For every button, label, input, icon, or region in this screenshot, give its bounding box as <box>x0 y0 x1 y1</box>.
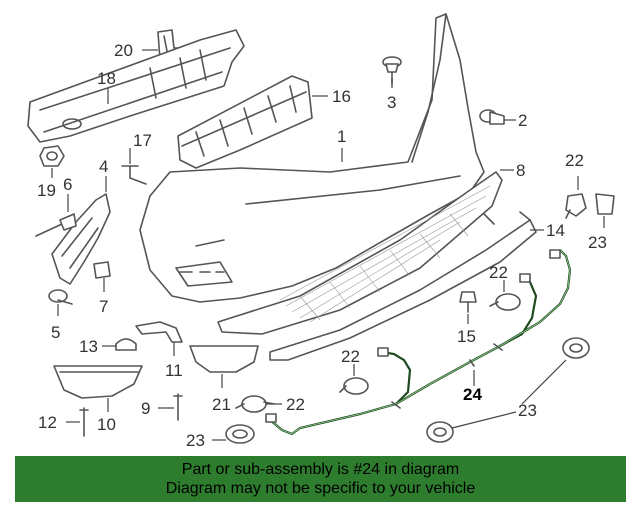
callout-22-left: 22 <box>286 395 305 414</box>
callout-13: 13 <box>79 337 98 356</box>
part-22-sensor-center <box>339 377 369 395</box>
part-22-sensor-top-right <box>565 193 587 219</box>
callout-16: 16 <box>332 87 351 106</box>
part-6-bolt <box>35 213 77 237</box>
callout-6: 6 <box>63 175 72 194</box>
callout-19: 19 <box>37 181 56 200</box>
callout-22-center: 22 <box>341 347 360 366</box>
callout-22-mid-right: 22 <box>489 263 508 282</box>
part-10-lower-cover <box>53 365 143 399</box>
callout-23-left: 23 <box>186 431 205 450</box>
banner-line-1: Part or sub-assembly is #24 in diagram <box>181 461 460 478</box>
part-24-wiring-harness <box>265 249 572 436</box>
callout-5: 5 <box>51 323 60 342</box>
parts-diagram: 20 18 16 3 2 1 <box>27 13 615 450</box>
part-23-bezel-top-right <box>595 193 615 215</box>
part-3-screw <box>382 56 402 85</box>
part-13-clip <box>115 338 137 351</box>
part-9-stud <box>173 393 183 421</box>
callout-12: 12 <box>38 413 57 432</box>
part-4-side-bracket <box>51 193 111 285</box>
part-11-bracket <box>135 321 183 343</box>
callout-3: 3 <box>387 93 396 112</box>
callout-8: 8 <box>516 161 525 180</box>
callout-2: 2 <box>518 111 527 130</box>
callout-23-bottom-right: 23 <box>518 401 537 420</box>
part-19-nut <box>39 145 65 167</box>
callout-11: 11 <box>165 361 183 380</box>
callout-21: 21 <box>212 395 231 414</box>
callout-4: 4 <box>99 157 108 176</box>
part-23-bezel-left <box>225 424 255 444</box>
callout-24: 24 <box>463 385 482 404</box>
part-17-stud <box>121 165 147 185</box>
part-21-reflector <box>189 345 259 373</box>
part-22-sensor-mid-right <box>489 293 521 311</box>
part-18-reinforcement-beam <box>27 29 245 143</box>
part-14-lower-trim <box>269 211 537 361</box>
callout-17: 17 <box>133 131 152 150</box>
part-15-clip <box>459 291 477 313</box>
callout-9: 9 <box>141 399 150 418</box>
callout-20: 20 <box>114 41 133 60</box>
part-2-screw <box>479 109 505 125</box>
callout-7: 7 <box>99 297 108 316</box>
callout-1: 1 <box>337 127 346 146</box>
banner-line-2: Diagram may not be specific to your vehi… <box>165 480 476 497</box>
callout-23-top-right: 23 <box>588 233 607 252</box>
part-5-push-pin <box>48 289 73 305</box>
part-8-lower-valance <box>217 171 503 335</box>
callout-18: 18 <box>97 69 116 88</box>
part-16-energy-absorber <box>177 75 313 169</box>
part-12-stud <box>79 407 89 437</box>
info-banner: Part or sub-assembly is #24 in diagram D… <box>15 456 626 502</box>
part-23-bezels-bottom-right <box>426 337 590 443</box>
callout-14: 14 <box>546 221 565 240</box>
callout-22-top-right: 22 <box>565 151 584 170</box>
part-7-clip <box>93 261 111 279</box>
callout-10: 10 <box>97 415 116 434</box>
callout-15: 15 <box>457 327 476 346</box>
